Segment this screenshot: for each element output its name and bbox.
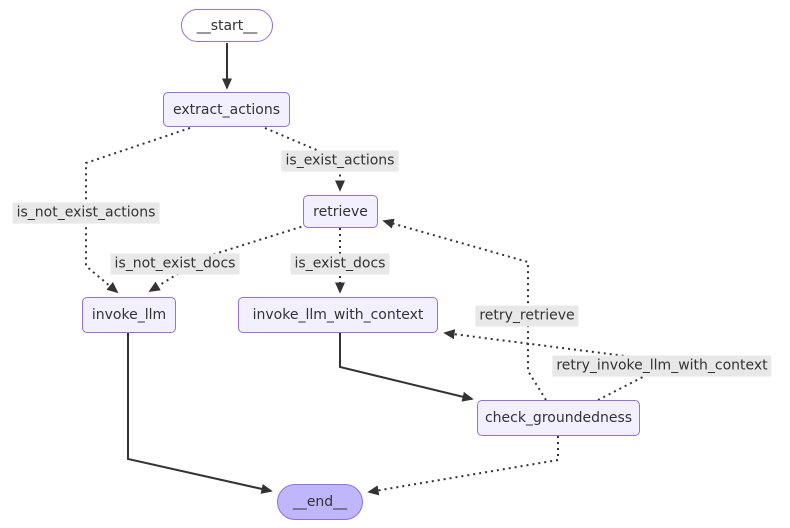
node-invoke_llm: invoke_llm bbox=[82, 297, 176, 333]
edge-label-retry_invoke_llm_with_context: retry_invoke_llm_with_context bbox=[552, 355, 772, 377]
node-end: __end__ bbox=[277, 484, 363, 520]
edge-retrieve-invoke_llm bbox=[148, 224, 308, 292]
edge-check_groundedness-invoke_llm_with_context bbox=[443, 329, 676, 401]
node-label: __start__ bbox=[196, 17, 258, 34]
edge-check_groundedness-retrieve bbox=[382, 218, 547, 401]
edge-invoke_llm_with_context-check_groundedness bbox=[339, 333, 474, 402]
edge-label-is_exist_docs: is_exist_docs bbox=[290, 253, 390, 275]
edge-label-is_not_exist_actions: is_not_exist_actions bbox=[12, 202, 160, 224]
node-label: invoke_llm bbox=[91, 307, 167, 323]
node-label: invoke_llm_with_context bbox=[252, 307, 424, 323]
node-start: __start__ bbox=[181, 9, 273, 42]
edge-label-is_not_exist_docs: is_not_exist_docs bbox=[110, 253, 240, 275]
edge-extract_actions-invoke_llm bbox=[85, 127, 191, 294]
edge-label-retry_retrieve: retry_retrieve bbox=[475, 305, 579, 327]
edge-check_groundedness-end bbox=[367, 436, 559, 496]
edge-invoke_llm-end bbox=[127, 333, 273, 494]
node-invoke_llm_with_context: invoke_llm_with_context bbox=[238, 297, 438, 333]
node-retrieve: retrieve bbox=[303, 195, 378, 228]
node-check_groundedness: check_groundedness bbox=[477, 400, 640, 436]
node-extract_actions: extract_actions bbox=[163, 92, 290, 127]
node-label: extract_actions bbox=[172, 101, 281, 118]
node-label: __end__ bbox=[292, 494, 348, 510]
edge-label-is_exist_actions: is_exist_actions bbox=[281, 150, 399, 172]
node-label: check_groundedness bbox=[484, 410, 633, 426]
edges-group bbox=[85, 43, 676, 496]
node-label: retrieve bbox=[313, 203, 368, 220]
